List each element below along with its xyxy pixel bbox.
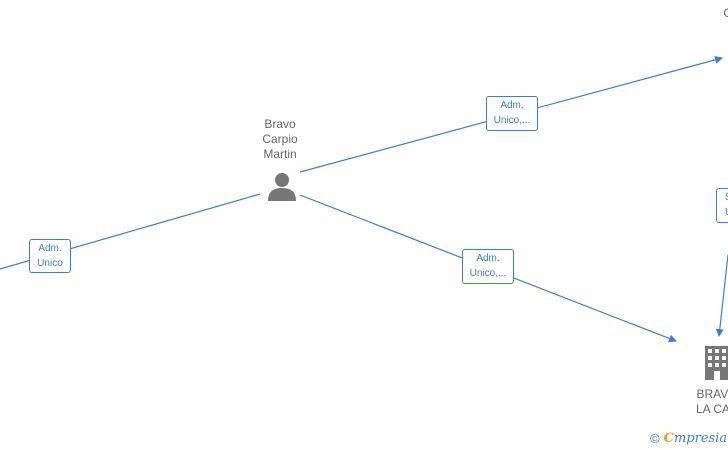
person-name-label[interactable]: Bravo Carpio Martin [262,117,298,161]
brand-name: Cmpresia [663,431,728,446]
edge-label-left[interactable]: Adm. Unico [29,239,71,273]
building-icon[interactable] [703,346,728,380]
person-icon[interactable] [266,171,298,201]
edge-label-top-right[interactable]: Adm. Unico,... [486,96,538,131]
company-top-label[interactable]: G [718,6,728,21]
copyright-symbol: © [650,430,660,446]
company-bottom-label[interactable]: BRAVO LA CAS [695,387,728,416]
edge-label-far-right[interactable]: S U [716,188,728,223]
branding[interactable]: © Cmpresia [650,430,728,447]
edge-label-bottom-right[interactable]: Adm. Unico,... [462,249,514,284]
edge-line-far-right [715,254,728,337]
